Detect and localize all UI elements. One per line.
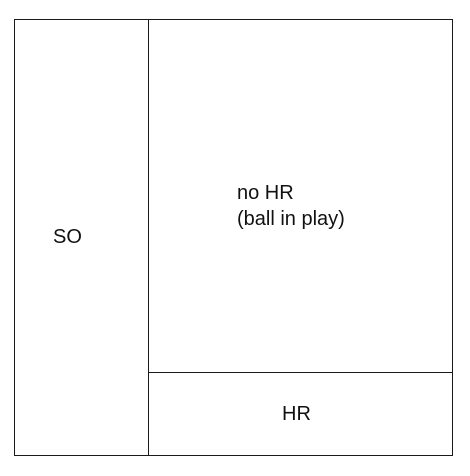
no-hr-region-label: no HR (ball in play) xyxy=(237,180,345,232)
vertical-divider xyxy=(148,20,149,455)
horizontal-divider xyxy=(148,372,452,373)
so-region-label: SO xyxy=(53,226,82,248)
no-hr-label-line1: no HR xyxy=(237,182,294,204)
outcome-diagram: SO no HR (ball in play) HR xyxy=(14,19,453,456)
hr-region-label: HR xyxy=(282,403,311,425)
no-hr-label-line2: (ball in play) xyxy=(237,208,345,230)
